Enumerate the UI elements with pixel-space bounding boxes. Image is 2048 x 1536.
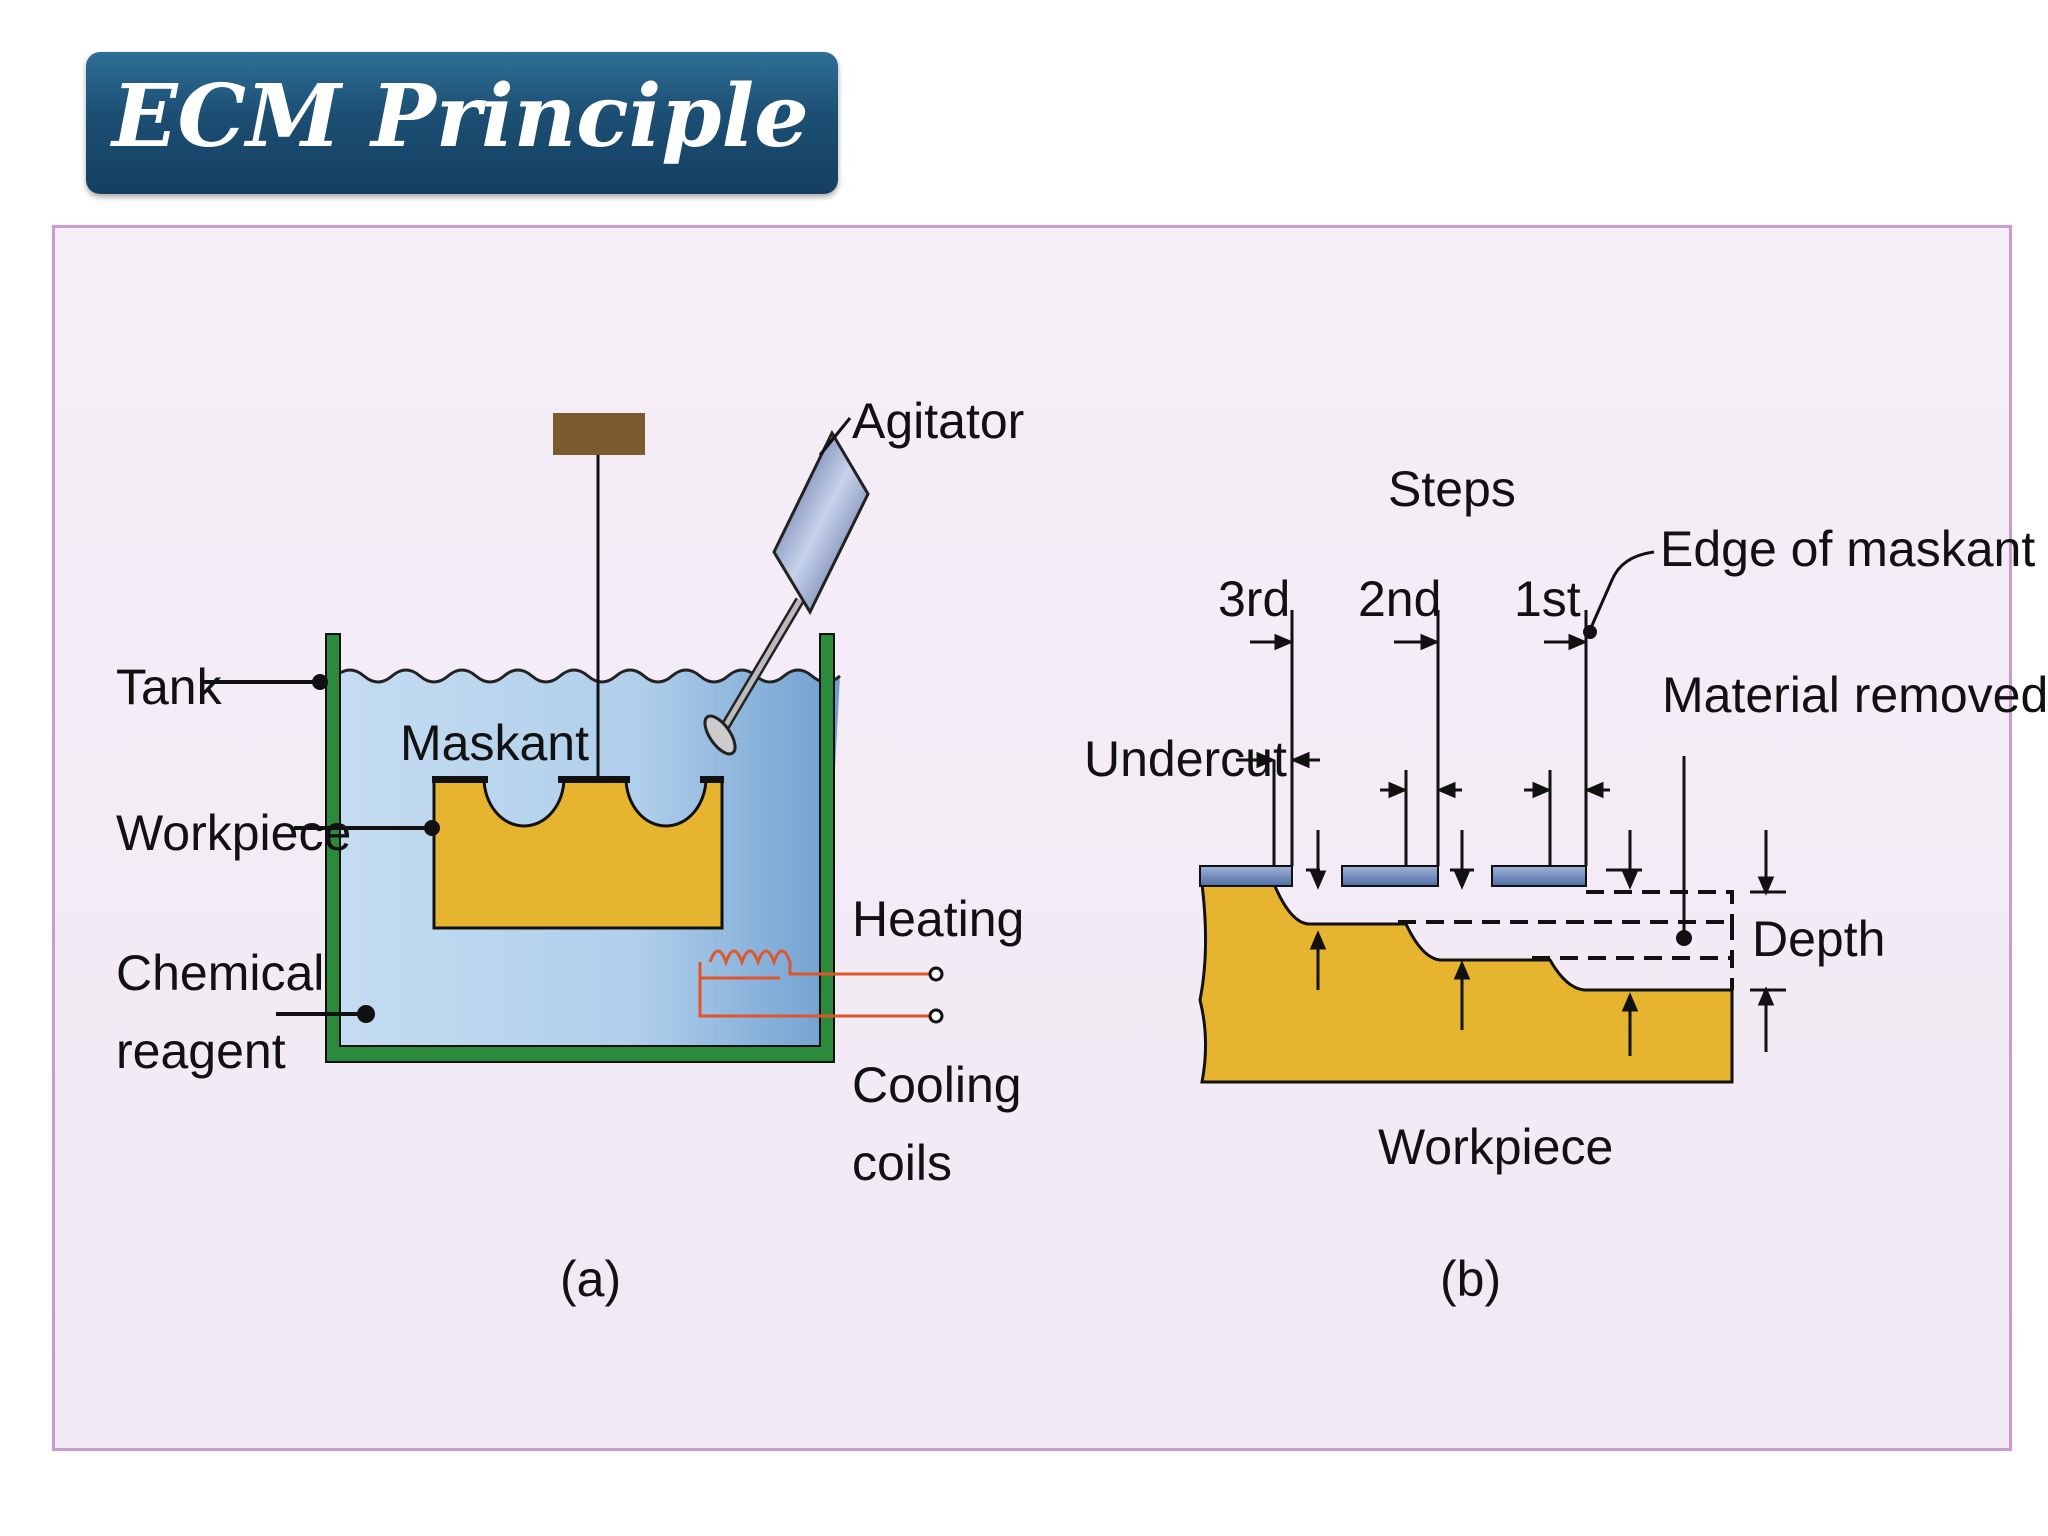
maskant-piece <box>1341 865 1439 887</box>
heating-cooling-coils <box>698 949 944 1024</box>
label-steps: Steps <box>1388 461 1516 517</box>
label-chemical: Chemical <box>116 945 324 1001</box>
label-tank: Tank <box>116 659 223 715</box>
edge-of-maskant-dot <box>1583 625 1597 639</box>
caption-a: (a) <box>560 1251 621 1307</box>
workpiece-b <box>1198 882 1734 1084</box>
dimension-arrows <box>1236 633 1786 1056</box>
label-heating: Heating <box>852 891 1024 947</box>
label-material-removed: Material removed <box>1662 667 2048 723</box>
leader-lines-a <box>204 680 432 1016</box>
diagram-a: Agitator Tank Maskant Workpiece Chemical… <box>116 393 1024 1307</box>
label-1st: 1st <box>1514 571 1581 627</box>
label-2nd: 2nd <box>1358 571 1441 627</box>
agitator <box>703 417 870 756</box>
label-edge-of-maskant: Edge of maskant <box>1660 521 2035 577</box>
label-depth: Depth <box>1752 911 1885 967</box>
label-workpiece-b: Workpiece <box>1378 1119 1613 1175</box>
maskant-strip <box>432 776 488 783</box>
maskant-strip <box>558 776 630 783</box>
label-undercut: Undercut <box>1084 731 1287 787</box>
material-removed-outline <box>1398 890 1734 990</box>
caption-b: (b) <box>1440 1251 1501 1307</box>
label-coils: coils <box>852 1135 952 1191</box>
tank-walls <box>325 633 835 1063</box>
slide-title: ECM Principle <box>112 66 809 167</box>
leader-dots-a <box>312 674 440 1023</box>
diagram-b: Steps 3rd 2nd 1st Edge of maskant Materi… <box>1084 461 2048 1307</box>
label-maskant: Maskant <box>400 715 589 771</box>
agitator-leader <box>818 417 852 456</box>
label-workpiece: Workpiece <box>116 805 351 861</box>
holder-bar <box>553 413 645 455</box>
label-agitator: Agitator <box>852 393 1024 449</box>
step-edge-lines <box>1272 610 1588 866</box>
maskant-strip <box>700 776 724 783</box>
maskant-piece <box>1199 865 1293 887</box>
label-cooling: Cooling <box>852 1057 1022 1113</box>
label-reagent: reagent <box>116 1023 286 1079</box>
maskant-piece <box>1491 865 1587 887</box>
material-removed-dot <box>1676 930 1692 946</box>
title-banner: ECM Principle <box>86 52 838 194</box>
label-3rd: 3rd <box>1218 571 1290 627</box>
edge-of-maskant-leader <box>1588 550 1655 631</box>
